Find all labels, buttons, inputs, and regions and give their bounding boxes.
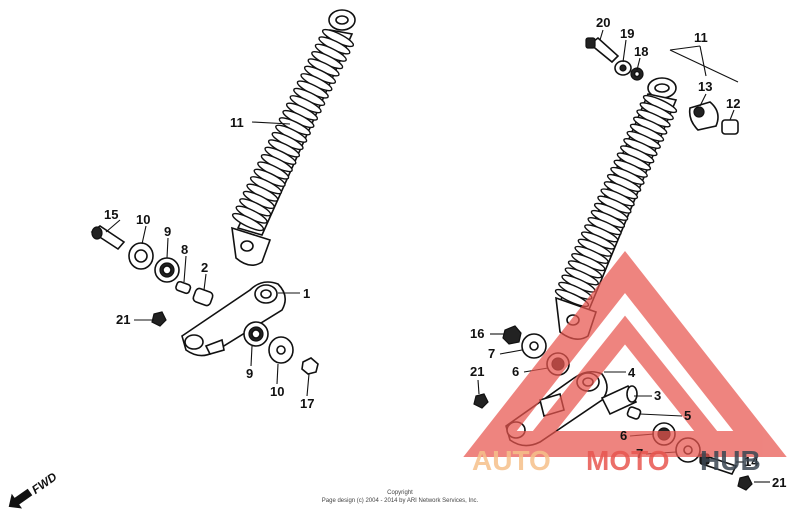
callout-21-right-lower: 21 bbox=[772, 475, 786, 490]
left-nut-21[interactable] bbox=[151, 311, 167, 327]
callout-15: 15 bbox=[104, 207, 118, 222]
left-spring-coils bbox=[231, 28, 355, 232]
callout-10-left-lower: 10 bbox=[270, 384, 284, 399]
copyright-title: Copyright bbox=[387, 490, 413, 496]
fwd-arrow-icon bbox=[8, 488, 33, 509]
right-collar-18[interactable] bbox=[630, 67, 644, 81]
callout-9-left-lower: 9 bbox=[246, 366, 253, 381]
right-nut-21c[interactable] bbox=[737, 475, 753, 491]
watermark-hub: HUB bbox=[700, 445, 761, 476]
callout-21-left: 21 bbox=[116, 312, 130, 327]
right-nut-21b[interactable] bbox=[473, 393, 489, 409]
left-nut-17[interactable] bbox=[301, 357, 319, 375]
part-labels: 11 15 10 9 8 2 1 21 9 10 17 20 19 18 11 … bbox=[104, 15, 786, 490]
right-collar-3[interactable] bbox=[600, 384, 638, 416]
right-spring-coils bbox=[554, 94, 678, 308]
watermark-text: AUTO MOTO HUB bbox=[472, 445, 761, 476]
right-washer-7[interactable] bbox=[521, 333, 547, 359]
right-bushing-5[interactable] bbox=[626, 406, 642, 420]
callout-13: 13 bbox=[698, 79, 712, 94]
callout-6-right-lower: 6 bbox=[620, 428, 627, 443]
callout-8: 8 bbox=[181, 242, 188, 257]
callout-18: 18 bbox=[634, 44, 648, 59]
callout-19: 19 bbox=[620, 26, 634, 41]
callout-5: 5 bbox=[684, 408, 691, 423]
callout-14: 14 bbox=[744, 454, 759, 469]
callout-17: 17 bbox=[300, 396, 314, 411]
callout-20: 20 bbox=[596, 15, 610, 30]
callout-11-left: 11 bbox=[230, 115, 244, 130]
callout-3: 3 bbox=[654, 388, 661, 403]
callout-21-right: 21 bbox=[470, 364, 484, 379]
right-collar-12[interactable] bbox=[721, 119, 739, 135]
callout-10-left: 10 bbox=[136, 212, 150, 227]
right-washer-19[interactable] bbox=[614, 60, 632, 76]
right-bushing-13[interactable] bbox=[688, 101, 719, 131]
watermark-moto: MOTO bbox=[586, 445, 669, 476]
callout-2: 2 bbox=[201, 260, 208, 275]
spring-coil bbox=[231, 212, 265, 232]
callout-7-right-lower: 7 bbox=[636, 446, 643, 461]
left-bolt-15[interactable] bbox=[90, 225, 126, 251]
callout-6-right: 6 bbox=[512, 364, 519, 379]
left-shock-absorber[interactable] bbox=[231, 9, 356, 266]
forward-direction-indicator: FWD bbox=[8, 470, 60, 509]
watermark-logo bbox=[463, 250, 787, 457]
copyright-notice: Page design (c) 2004 - 2014 by ARI Netwo… bbox=[322, 498, 479, 504]
left-washer-10[interactable] bbox=[128, 242, 154, 270]
right-bolt-20[interactable] bbox=[585, 36, 620, 64]
callout-12: 12 bbox=[726, 96, 740, 111]
callout-16: 16 bbox=[470, 326, 484, 341]
right-cap-16[interactable] bbox=[502, 325, 522, 345]
callout-7-right: 7 bbox=[488, 346, 495, 361]
left-seal-9b[interactable] bbox=[243, 321, 269, 347]
left-washer-10b[interactable] bbox=[268, 336, 294, 364]
callout-11-right: 11 bbox=[694, 30, 708, 45]
callout-4: 4 bbox=[628, 365, 636, 380]
watermark-auto: AUTO bbox=[472, 445, 551, 476]
fwd-label: FWD bbox=[29, 470, 60, 497]
callout-1: 1 bbox=[303, 286, 310, 301]
left-seal-9[interactable] bbox=[154, 257, 180, 283]
leader-lines bbox=[105, 29, 770, 483]
callout-9-left: 9 bbox=[164, 224, 171, 239]
left-shock-arm[interactable] bbox=[181, 281, 286, 357]
left-collar-2[interactable] bbox=[192, 287, 214, 307]
left-bushing-8[interactable] bbox=[175, 280, 192, 295]
